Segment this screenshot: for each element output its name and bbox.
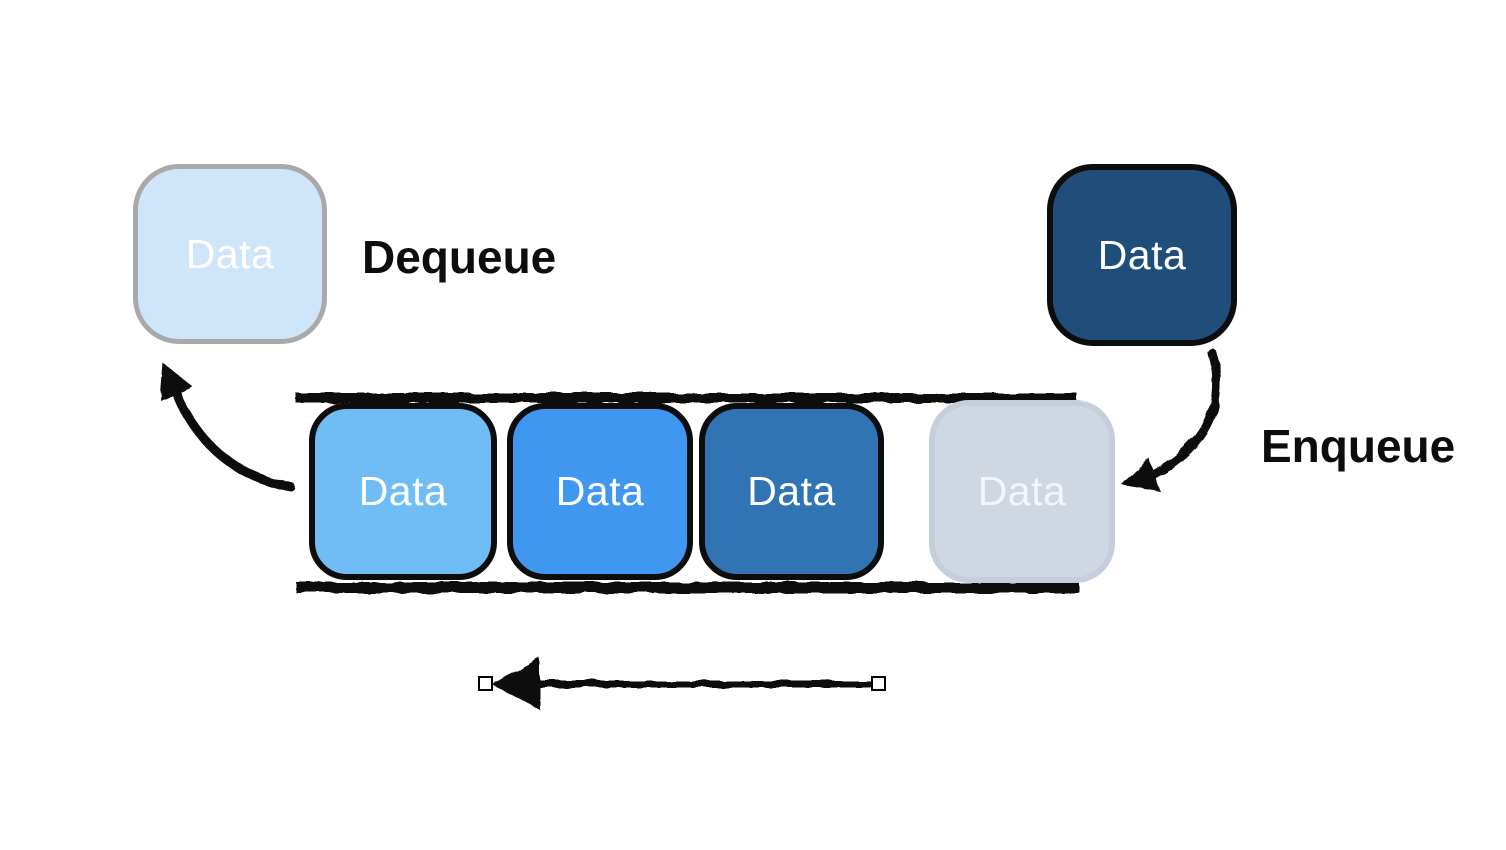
queue-rail-bottom[interactable] <box>296 582 1080 593</box>
enqueue-operation-label: Enqueue <box>1261 420 1456 472</box>
queue-item-label: Data <box>977 468 1067 514</box>
dequeued-data-box[interactable]: Data <box>133 164 327 344</box>
dequeue-arrow[interactable] <box>160 363 296 492</box>
queue-item-1[interactable]: Data <box>309 403 497 580</box>
incoming-data-box[interactable]: Data <box>1047 164 1237 346</box>
queue-direction-arrow[interactable] <box>478 658 886 710</box>
incoming-data-box-label: Data <box>1097 231 1187 278</box>
queue-item-2[interactable]: Data <box>507 403 693 580</box>
enqueue-arrowhead <box>1122 458 1160 491</box>
dequeue-arrowhead <box>160 363 192 400</box>
queue-item-4-incoming-slot[interactable]: Data <box>929 400 1115 583</box>
dequeued-data-box-label: Data <box>185 230 275 277</box>
direction-arrowhead <box>492 658 540 710</box>
queue-item-label: Data <box>555 468 645 514</box>
queue-item-label: Data <box>358 468 448 514</box>
queue-item-label: Data <box>747 468 836 514</box>
queue-item-3[interactable]: Data <box>699 403 884 580</box>
selection-handle-right[interactable] <box>871 676 886 691</box>
dequeue-operation-label: Dequeue <box>362 231 557 283</box>
selection-handle-left[interactable] <box>478 676 493 691</box>
enqueue-arrow[interactable] <box>1122 348 1221 491</box>
